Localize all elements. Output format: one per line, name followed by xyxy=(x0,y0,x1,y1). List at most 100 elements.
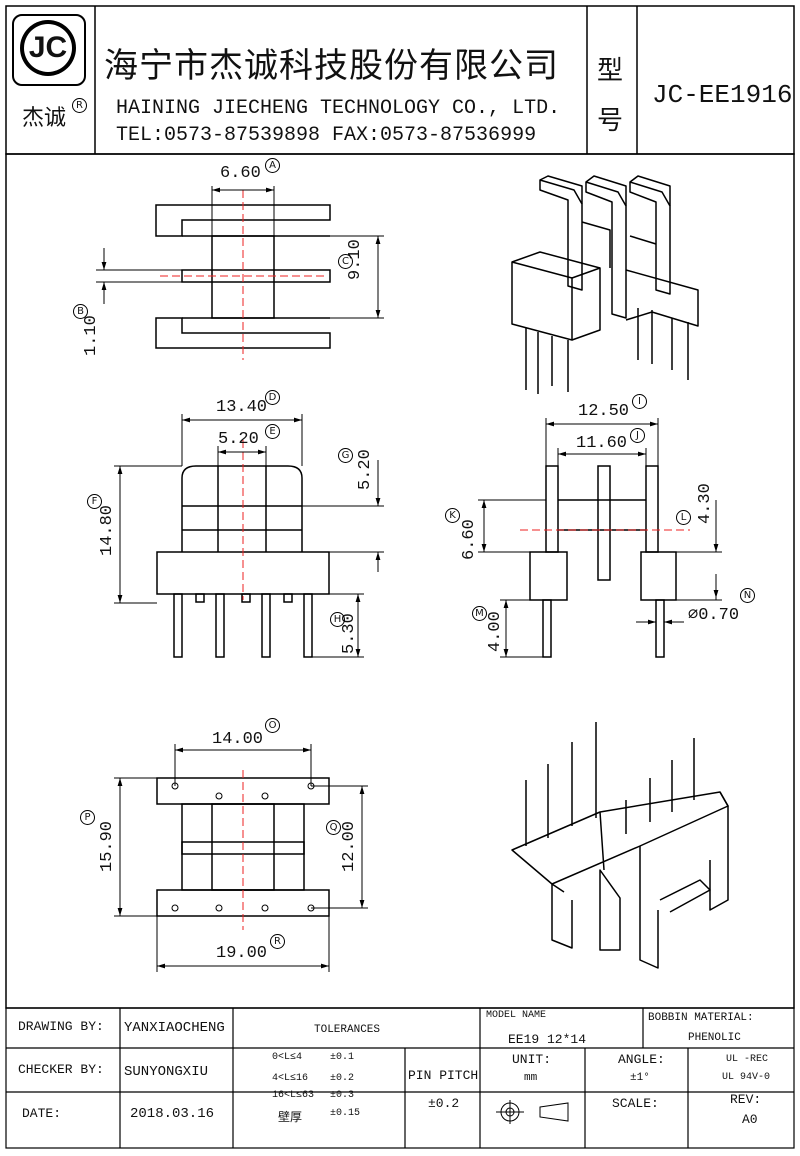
side-pin-left xyxy=(542,599,552,658)
callout-a: A xyxy=(265,158,280,173)
side-view-dimensions xyxy=(478,418,722,658)
type-label-1: 型 xyxy=(597,56,624,86)
title-block-grid xyxy=(5,1007,795,1149)
dim-a: 6.60 xyxy=(220,164,261,183)
tolerances-label: TOLERANCES xyxy=(314,1024,381,1036)
model-code: JC-EE1916 xyxy=(652,80,793,110)
callout-l: L xyxy=(676,510,691,525)
callout-d: D xyxy=(265,390,280,405)
dim-n: ⌀0.70 xyxy=(688,606,740,625)
unit-label: UNIT: xyxy=(512,1052,552,1067)
bobbin-material-value: PHENOLIC xyxy=(688,1032,741,1044)
tol-range-2: 4<L≤16 xyxy=(272,1073,309,1084)
front-view-dimensions xyxy=(114,414,384,658)
callout-o: O xyxy=(265,718,280,733)
ul-rating: UL 94V-0 xyxy=(722,1072,771,1083)
callout-e: E xyxy=(265,424,280,439)
bobbin-material-label: BOBBIN MATERIAL: xyxy=(648,1012,754,1024)
tol-range-3: 16<L≤63 xyxy=(272,1090,315,1101)
callout-p: P xyxy=(80,810,95,825)
dim-o: 14.00 xyxy=(212,730,264,749)
front-top-flange xyxy=(181,465,303,552)
dim-g: 5.20 xyxy=(356,449,375,490)
dim-r: 19.00 xyxy=(216,944,268,963)
model-name-label: MODEL NAME xyxy=(486,1010,547,1021)
scale-label: SCALE: xyxy=(612,1096,659,1111)
side-pin-right xyxy=(655,599,665,658)
callout-k: K xyxy=(445,508,460,523)
checker-by-label: CHECKER BY: xyxy=(18,1062,104,1077)
rev-value: A0 xyxy=(742,1112,758,1127)
dim-m: 4.00 xyxy=(486,611,505,652)
rev-label: REV: xyxy=(730,1092,762,1107)
dim-b: 1.10 xyxy=(82,315,101,356)
callout-h: H xyxy=(330,612,345,627)
dim-p: 15.90 xyxy=(98,820,117,872)
callout-m: M xyxy=(472,606,487,621)
top-view xyxy=(155,190,331,360)
ul-rec: UL -REC xyxy=(726,1054,769,1065)
drawing-canvas xyxy=(5,153,795,1009)
company-name-en: HAINING JIECHENG TECHNOLOGY CO., LTD. xyxy=(116,97,561,120)
callout-r: R xyxy=(270,934,285,949)
side-flange-right xyxy=(645,465,659,553)
projection-symbol xyxy=(496,1100,569,1124)
callout-b: B xyxy=(73,304,88,319)
tol-value-1: ±0.1 xyxy=(330,1052,355,1063)
callout-f: F xyxy=(87,494,102,509)
registered-mark: R xyxy=(72,98,87,113)
checker-by-value: SUNYONGXIU xyxy=(124,1064,209,1080)
side-center-plate xyxy=(597,465,611,581)
logo-box: JC xyxy=(12,14,86,86)
date-value: 2018.03.16 xyxy=(130,1106,215,1122)
pin-pitch-label: PIN PITCH xyxy=(408,1068,479,1083)
bottom-view xyxy=(156,770,330,930)
logo-text: JC xyxy=(28,31,68,64)
side-base-left xyxy=(529,551,568,601)
drawing-by-label: DRAWING BY: xyxy=(18,1019,104,1034)
dim-f: 14.80 xyxy=(98,504,117,556)
dim-i: 12.50 xyxy=(578,402,630,421)
company-name-cn: 海宁市杰诚科技股份有限公司 xyxy=(104,46,559,86)
pin-pitch-value: ±0.2 xyxy=(428,1096,460,1111)
tol-value-3: ±0.3 xyxy=(330,1090,355,1101)
top-flange-upper xyxy=(155,204,331,237)
unit-value: mm xyxy=(524,1072,538,1084)
top-flange-lower xyxy=(155,317,331,349)
callout-i: I xyxy=(632,394,647,409)
isometric-view-top xyxy=(511,175,699,394)
type-label-2: 号 xyxy=(597,106,624,136)
angle-label: ANGLE: xyxy=(618,1052,665,1067)
dim-j: 11.60 xyxy=(576,434,628,453)
side-flange-left xyxy=(545,465,559,553)
tol-value-2: ±0.2 xyxy=(330,1073,355,1084)
dim-e: 5.20 xyxy=(218,430,259,449)
isometric-view-bottom xyxy=(511,722,729,969)
dim-d: 13.40 xyxy=(216,398,268,417)
callout-j: J xyxy=(630,428,645,443)
callout-g: G xyxy=(338,448,353,463)
side-view xyxy=(520,465,690,658)
front-pins xyxy=(173,593,313,658)
company-logo: JC 杰诚 R xyxy=(12,14,90,142)
side-base-right xyxy=(640,551,677,601)
callout-q: Q xyxy=(326,820,341,835)
callout-n: N xyxy=(740,588,755,603)
top-center-plate xyxy=(181,269,331,283)
angle-value: ±1° xyxy=(630,1072,650,1084)
bottom-view-dimensions xyxy=(114,744,368,972)
company-contact: TEL:0573-87539898 FAX:0573-87536999 xyxy=(116,124,537,147)
dim-l: 4.30 xyxy=(696,483,715,524)
model-name-value: EE19 12*14 xyxy=(508,1032,587,1047)
front-view xyxy=(156,440,330,658)
drawing-by-value: YANXIAOCHENG xyxy=(124,1020,225,1036)
tol-value-4: ±0.15 xyxy=(330,1108,361,1119)
logo-subtitle: 杰诚 xyxy=(22,106,67,131)
tol-range-1: 0<L≤4 xyxy=(272,1052,303,1063)
top-view-dimensions xyxy=(96,186,384,319)
callout-c: C xyxy=(338,254,353,269)
dim-q: 12.00 xyxy=(340,820,359,872)
logo-inner-circle xyxy=(24,24,72,72)
date-label: DATE: xyxy=(22,1106,62,1121)
dim-k: 6.60 xyxy=(460,519,479,560)
